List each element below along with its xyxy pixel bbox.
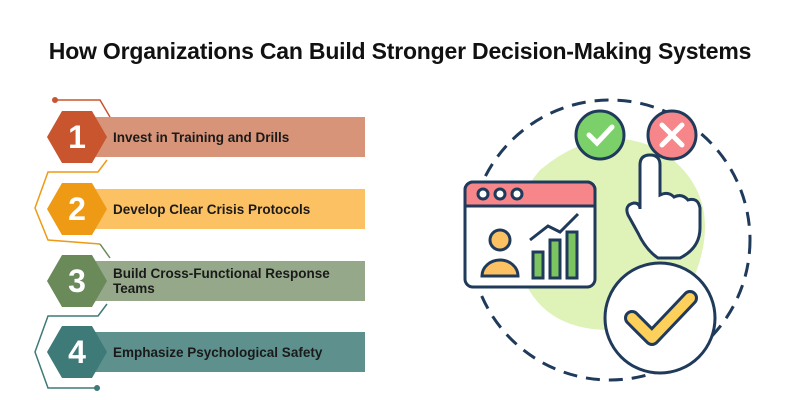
step-2-label: Develop Clear Crisis Protocols	[113, 201, 311, 217]
step-2-hexagon: 2	[47, 183, 107, 235]
page-title: How Organizations Can Build Stronger Dec…	[48, 38, 752, 64]
check-icon	[574, 109, 626, 161]
step-1-bar: Invest in Training and Drills	[95, 117, 365, 157]
step-3-label: Build Cross-Functional Response Teams	[113, 266, 330, 296]
step-3-bar: Build Cross-Functional Response Teams	[95, 261, 365, 301]
step-4-bar: Emphasize Psychological Safety	[95, 332, 365, 372]
pointer-hand-icon	[625, 153, 702, 260]
step-2-bar: Develop Clear Crisis Protocols	[95, 189, 365, 229]
cross-icon	[646, 109, 698, 161]
step-1-label: Invest in Training and Drills	[113, 129, 290, 145]
dashboard-window-icon	[463, 180, 597, 289]
step-4-label: Emphasize Psychological Safety	[113, 344, 323, 360]
big-check-icon	[603, 261, 717, 375]
